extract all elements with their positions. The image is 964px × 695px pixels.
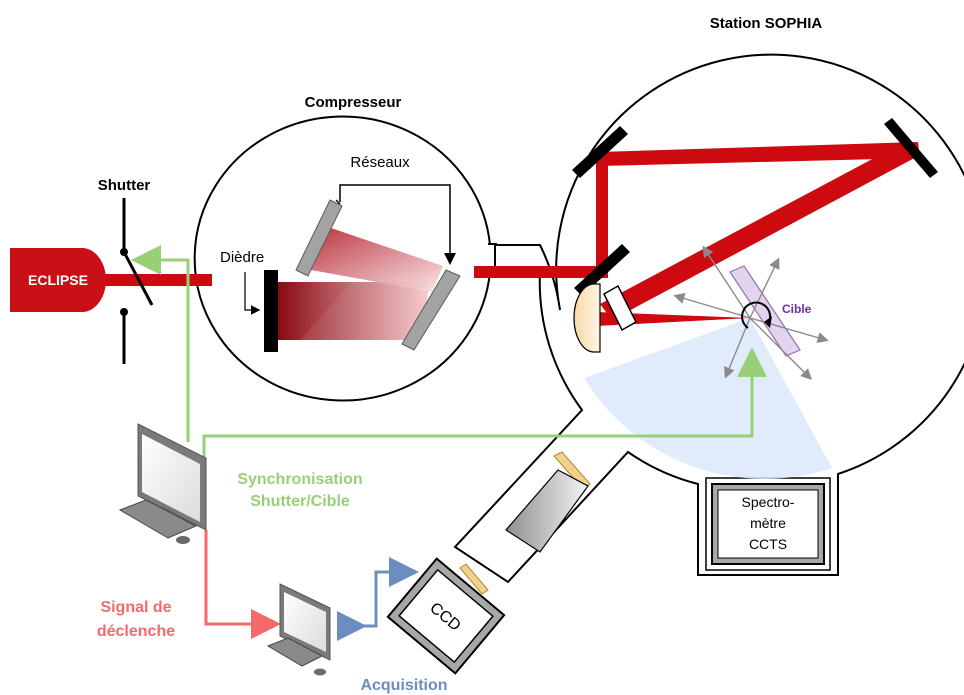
target: Cible — [673, 245, 829, 380]
mouse-icon — [314, 668, 326, 676]
target-label: Cible — [782, 302, 812, 316]
dihedral-label: Dièdre — [220, 249, 264, 266]
gratings-annotation: Réseaux — [335, 150, 456, 265]
ccd-camera: CCD — [386, 557, 506, 675]
grating-2-icon — [401, 269, 461, 351]
acquisition-label: Acquisition — [360, 677, 447, 694]
trigger-label-line2: déclenche — [97, 623, 175, 640]
dihedral-annotation: Dièdre — [220, 249, 264, 315]
rotation-arrow-icon — [741, 301, 772, 329]
trigger-signal — [204, 530, 281, 639]
lens-icon — [573, 283, 601, 353]
keyboard-icon — [118, 499, 198, 539]
compressor-title: Compresseur — [305, 94, 402, 111]
shutter: Shutter — [98, 177, 154, 364]
sync-label-line2: Shutter/Cible — [250, 493, 350, 510]
sync-signal — [131, 245, 767, 458]
sync-label-line1: Synchronisation — [237, 471, 362, 488]
ccd-arm-optics — [459, 451, 591, 595]
station-title: Station SOPHIA — [710, 15, 823, 32]
plate-optic — [603, 284, 637, 332]
emission-fan — [584, 318, 832, 479]
trigger-label-line1: Signal de — [100, 599, 171, 616]
spectrometer-line1: Spectro- — [742, 494, 795, 510]
dihedral-mirror — [264, 270, 278, 352]
mirror-icon — [572, 118, 938, 296]
gratings-label: Réseaux — [350, 154, 410, 171]
laser-label: ECLIPSE — [28, 272, 88, 288]
grating-1-icon — [295, 199, 343, 277]
spectrometer-line2: mètre — [750, 515, 786, 531]
computer-icon — [266, 583, 331, 676]
mouse-icon — [176, 536, 190, 544]
spectrometer-line3: CCTS — [749, 536, 787, 552]
keyboard-icon — [266, 637, 324, 667]
spectrometer: Spectro- mètre CCTS — [711, 483, 825, 565]
laser-beam — [100, 140, 922, 340]
computer-icon — [118, 423, 207, 544]
eclipse-laser: ECLIPSE — [10, 248, 106, 312]
shutter-label: Shutter — [98, 177, 151, 194]
acquisition-signal — [337, 557, 419, 641]
